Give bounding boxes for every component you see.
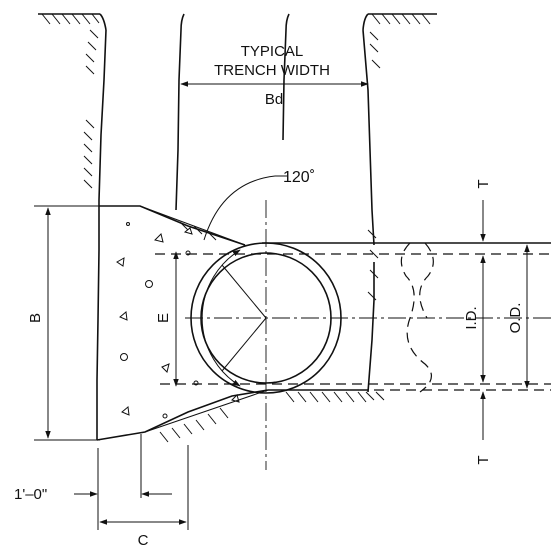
dim-t-top-label: T bbox=[475, 179, 492, 188]
dim-id-label: I.D. bbox=[463, 306, 480, 329]
trench-left-wall bbox=[96, 29, 107, 440]
trench-width-label-line1: TYPICAL bbox=[241, 43, 304, 60]
soil-hatching bbox=[41, 13, 431, 443]
angle-label: 120˚ bbox=[283, 169, 315, 186]
dim-c-label: C bbox=[138, 532, 149, 549]
dim-od-label: O.D. bbox=[507, 303, 524, 334]
dim-t-bottom-label: T bbox=[475, 455, 492, 464]
pipe-centerlines bbox=[185, 200, 551, 470]
bedding-angle-indicator bbox=[201, 175, 287, 387]
dim-offset-label: 1'–0" bbox=[14, 486, 47, 503]
dimension-b bbox=[34, 205, 100, 441]
trench-width-symbol: Bd bbox=[265, 91, 283, 108]
concrete-cradle bbox=[96, 205, 269, 441]
dim-e-label: E bbox=[155, 313, 172, 323]
pipe-end-break bbox=[400, 242, 434, 393]
trench-width-extension-lines bbox=[175, 13, 290, 211]
dim-b-label: B bbox=[27, 313, 44, 323]
pipe-profile-lines bbox=[155, 242, 551, 391]
ground-surface bbox=[38, 13, 437, 31]
trench-width-label-line2: TRENCH WIDTH bbox=[214, 62, 330, 79]
dimension-offset bbox=[74, 434, 189, 530]
trench-right-wall bbox=[362, 29, 375, 393]
